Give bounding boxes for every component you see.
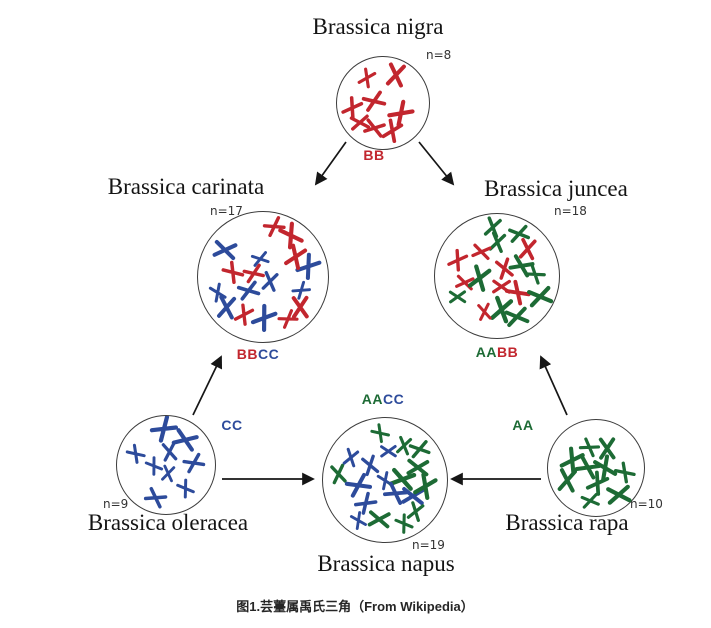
- cell-circle-nigra: [336, 56, 430, 150]
- species-title-nigra: Brassica nigra: [312, 14, 444, 39]
- chromosome-count-napus: n=19: [412, 538, 445, 552]
- chromosomes-napus: [330, 423, 438, 534]
- chromosomes-oleracea: [125, 416, 206, 509]
- genome-label-carinata: BBCC: [237, 346, 279, 362]
- figure-caption: 图1.芸薹属禹氏三角（From Wikipedia）: [236, 599, 474, 614]
- chromosome-count-juncea: n=18: [554, 204, 587, 218]
- genome-label-nigra: BB: [363, 147, 384, 163]
- cell-circle-rapa: [547, 419, 645, 517]
- chromosomes-juncea: [447, 216, 554, 327]
- chromosomes-carinata: [208, 216, 322, 333]
- genome-segment: CC: [221, 417, 243, 433]
- cell-circle-carinata: [197, 211, 329, 343]
- genome-label-rapa: AA: [512, 417, 533, 433]
- genome-label-juncea: AABB: [476, 344, 518, 360]
- genome-segment: AA: [512, 417, 534, 433]
- species-title-napus: Brassica napus: [317, 551, 455, 576]
- genome-segment: BB: [363, 147, 385, 163]
- cell-circle-oleracea: [116, 415, 216, 515]
- genome-segment: CC: [383, 391, 405, 407]
- genome-label-oleracea: CC: [221, 417, 242, 433]
- chromosomes-nigra: [341, 62, 415, 144]
- chromosome-count-oleracea: n=9: [103, 497, 129, 511]
- species-title-juncea: Brassica juncea: [484, 176, 628, 201]
- arrow-rapa-to-juncea: [539, 355, 568, 416]
- chromosomes-rapa: [557, 437, 636, 509]
- chromosome-count-carinata: n=17: [210, 204, 243, 218]
- arrow-oleracea-to-carinata: [192, 355, 223, 416]
- genome-segment: BB: [236, 346, 258, 362]
- chromosome-count-rapa: n=10: [630, 497, 663, 511]
- genome-segment: CC: [258, 346, 280, 362]
- genome-segment: AA: [475, 344, 497, 360]
- cell-circle-napus: [322, 417, 448, 543]
- genome-segment: AA: [361, 391, 383, 407]
- cell-circle-juncea: [434, 213, 560, 339]
- genome-segment: BB: [497, 344, 519, 360]
- genome-label-napus: AACC: [362, 391, 404, 407]
- species-title-carinata: Brassica carinata: [107, 174, 265, 199]
- chromosome-count-nigra: n=8: [426, 48, 452, 62]
